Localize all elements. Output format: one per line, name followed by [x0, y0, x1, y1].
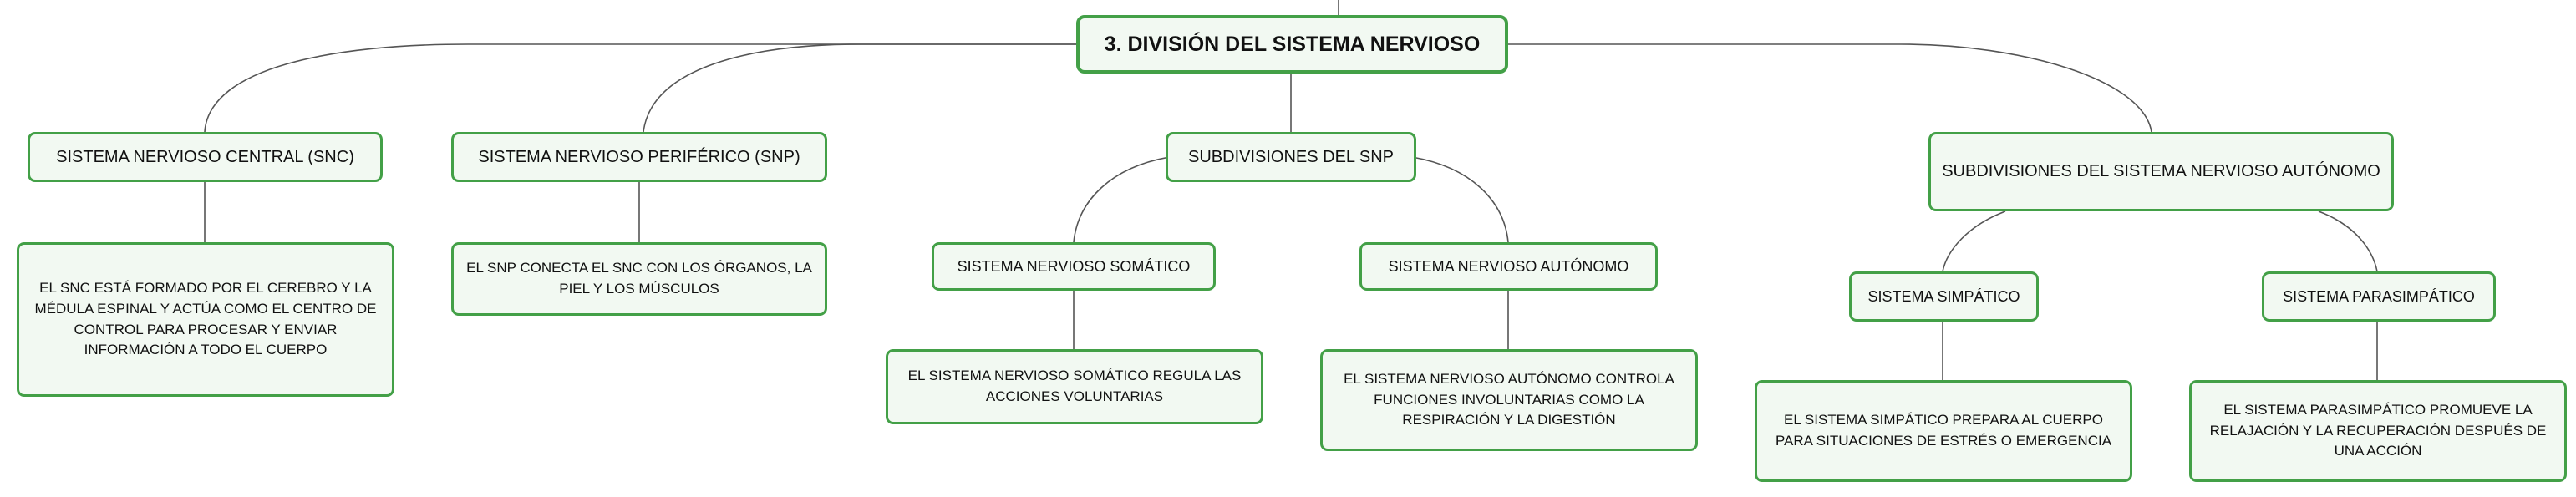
somatico-node[interactable]: SISTEMA NERVIOSO SOMÁTICO: [932, 242, 1216, 291]
simpatico-description-node[interactable]: EL SISTEMA SIMPÁTICO PREPARA AL CUERPO P…: [1755, 380, 2132, 482]
somatico-description-node[interactable]: EL SISTEMA NERVIOSO SOMÁTICO REGULA LAS …: [886, 349, 1263, 424]
autonomo-node[interactable]: SISTEMA NERVIOSO AUTÓNOMO: [1359, 242, 1658, 291]
connector-root-subdivisiones-sna: [1508, 43, 2152, 133]
connector-root-snp: [643, 43, 1078, 133]
connector-sna-parasimpatico: [2318, 210, 2378, 272]
subdivisiones-sna-node[interactable]: SUBDIVISIONES DEL SISTEMA NERVIOSO AUTÓN…: [1928, 132, 2394, 211]
connector-root-snc: [204, 43, 1078, 133]
snp-description-node[interactable]: EL SNP CONECTA EL SNC CON LOS ÓRGANOS, L…: [451, 242, 827, 316]
root-node[interactable]: 3. DIVISIÓN DEL SISTEMA NERVIOSO: [1076, 15, 1508, 74]
parasimpatico-node[interactable]: SISTEMA PARASIMPÁTICO: [2262, 271, 2496, 322]
parasimpatico-description-node[interactable]: EL SISTEMA PARASIMPÁTICO PROMUEVE LA REL…: [2189, 380, 2567, 482]
snc-description-node[interactable]: EL SNC ESTÁ FORMADO POR EL CEREBRO Y LA …: [17, 242, 394, 397]
connector-snp-somatico: [1073, 156, 1171, 243]
simpatico-node[interactable]: SISTEMA SIMPÁTICO: [1849, 271, 2039, 322]
snc-node[interactable]: SISTEMA NERVIOSO CENTRAL (SNC): [28, 132, 383, 182]
snp-node[interactable]: SISTEMA NERVIOSO PERIFÉRICO (SNP): [451, 132, 827, 182]
autonomo-description-node[interactable]: EL SISTEMA NERVIOSO AUTÓNOMO CONTROLA FU…: [1320, 349, 1698, 451]
subdivisiones-snp-node[interactable]: SUBDIVISIONES DEL SNP: [1166, 132, 1416, 182]
connector-snp-autonomo: [1411, 156, 1509, 243]
connector-sna-simpatico: [1942, 210, 2006, 272]
